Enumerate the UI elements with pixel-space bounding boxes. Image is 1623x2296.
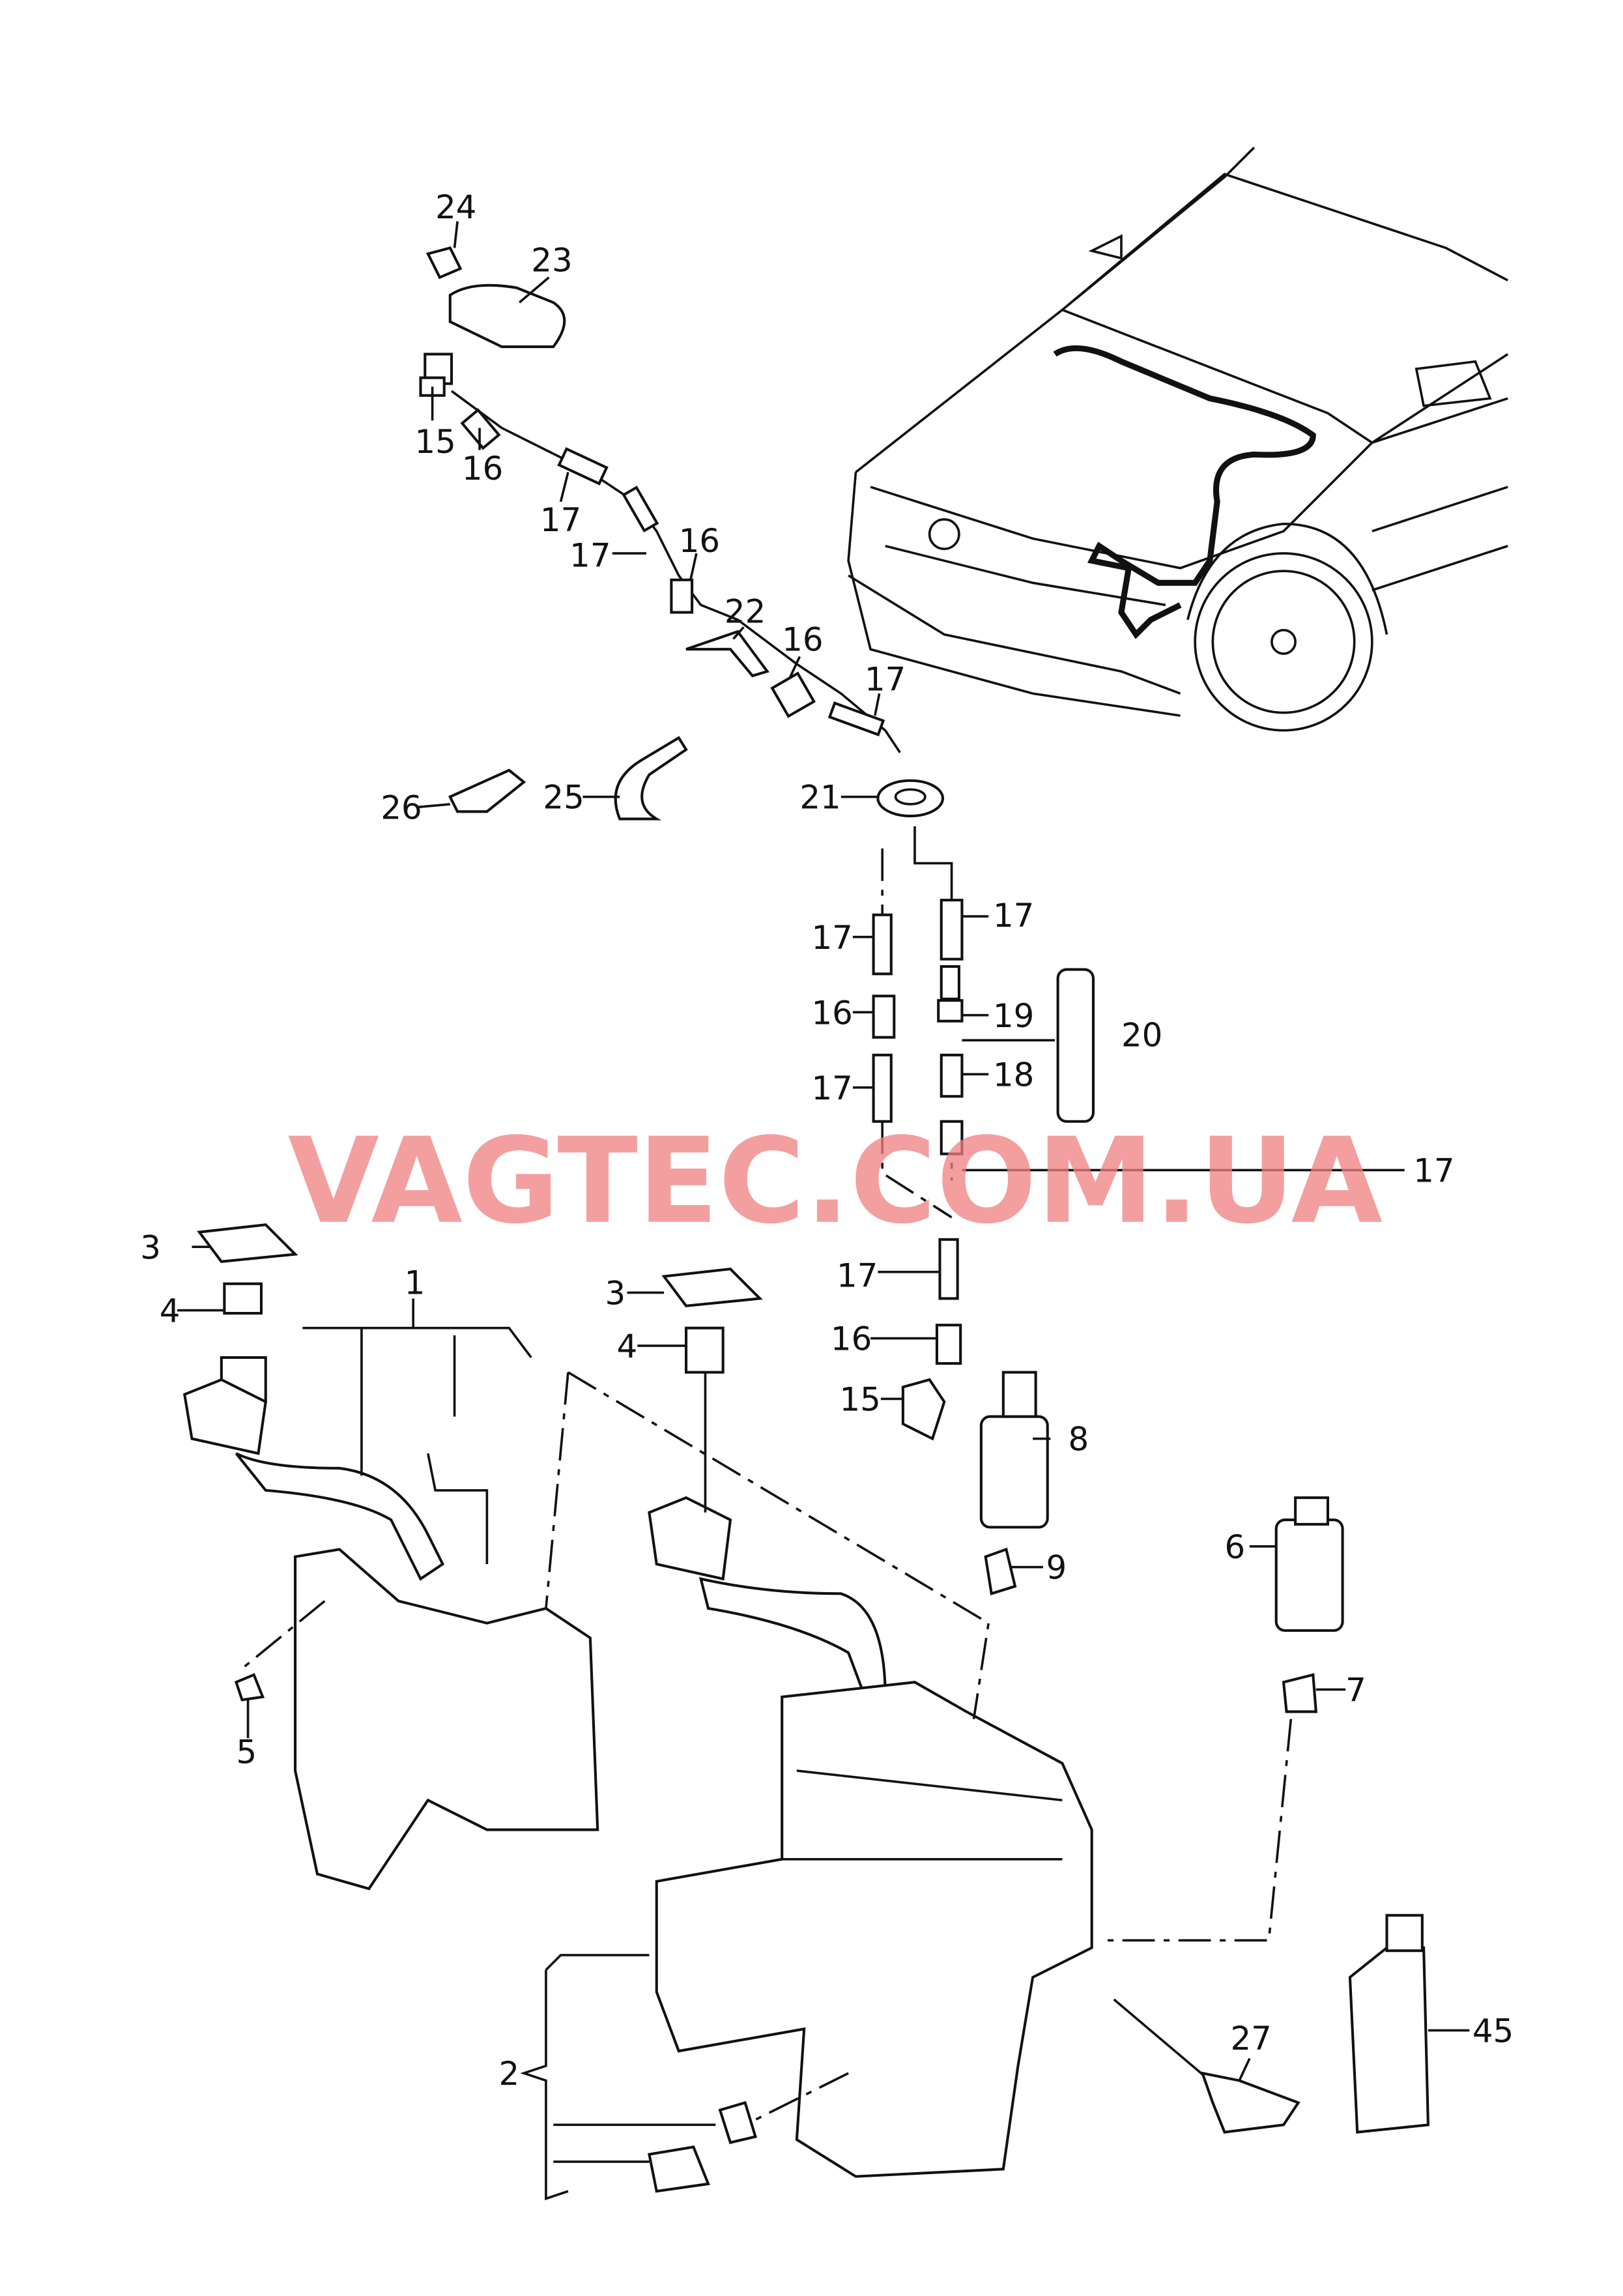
callout-7: 7 (1345, 1672, 1366, 1709)
callout-19: 19 (993, 997, 1034, 1035)
callout-4: 4 (160, 1292, 180, 1330)
callout-16: 16 (462, 450, 503, 487)
callout-23: 23 (531, 242, 572, 280)
pumps (979, 1371, 1344, 1942)
callout-45: 45 (1472, 2013, 1514, 2050)
callout-17: 17 (812, 919, 853, 957)
callout-6: 6 (1224, 1528, 1245, 1566)
callout-8: 8 (1068, 1421, 1089, 1459)
vehicle-illustration (847, 147, 1509, 732)
callout-17: 17 (865, 661, 906, 699)
callout-15: 15 (414, 423, 455, 461)
callout-3: 3 (605, 1274, 626, 1312)
reservoir-1 (182, 1223, 599, 1891)
reservoir-2 (520, 1268, 1093, 2201)
callout-18: 18 (993, 1056, 1034, 1094)
callout-16: 16 (782, 620, 823, 658)
callout-16: 16 (812, 994, 853, 1032)
callout-2: 2 (499, 2055, 520, 2093)
callout-17: 17 (569, 536, 610, 574)
callout-17: 17 (1413, 1152, 1454, 1190)
fluid-bottle (1348, 1913, 1429, 2134)
callout-9: 9 (1046, 1549, 1067, 1587)
callout-17: 17 (540, 501, 581, 539)
callout-17: 17 (812, 1069, 853, 1107)
callout-26: 26 (381, 789, 422, 827)
callout-1: 1 (405, 1264, 425, 1302)
callout-25: 25 (543, 779, 584, 817)
callout-3: 3 (140, 1228, 161, 1266)
callout-22: 22 (725, 592, 766, 630)
callout-27: 27 (1231, 2020, 1272, 2057)
callout-16: 16 (831, 1320, 872, 1358)
callout-17: 17 (993, 897, 1034, 935)
callout-21: 21 (799, 779, 840, 817)
callout-4: 4 (617, 1328, 638, 1365)
callout-15: 15 (840, 1381, 881, 1419)
callout-17: 17 (837, 1257, 878, 1294)
hose-set (872, 826, 1095, 1441)
callout-5: 5 (236, 1734, 257, 1771)
watermark: VAGTEC.COM.UA (288, 1112, 1383, 1250)
callout-labels: 24 23 15 16 17 17 16 22 16 17 26 25 21 1… (140, 188, 1514, 2093)
callout-24: 24 (435, 188, 476, 226)
callout-16: 16 (679, 522, 720, 560)
callout-20: 20 (1121, 1016, 1162, 1054)
